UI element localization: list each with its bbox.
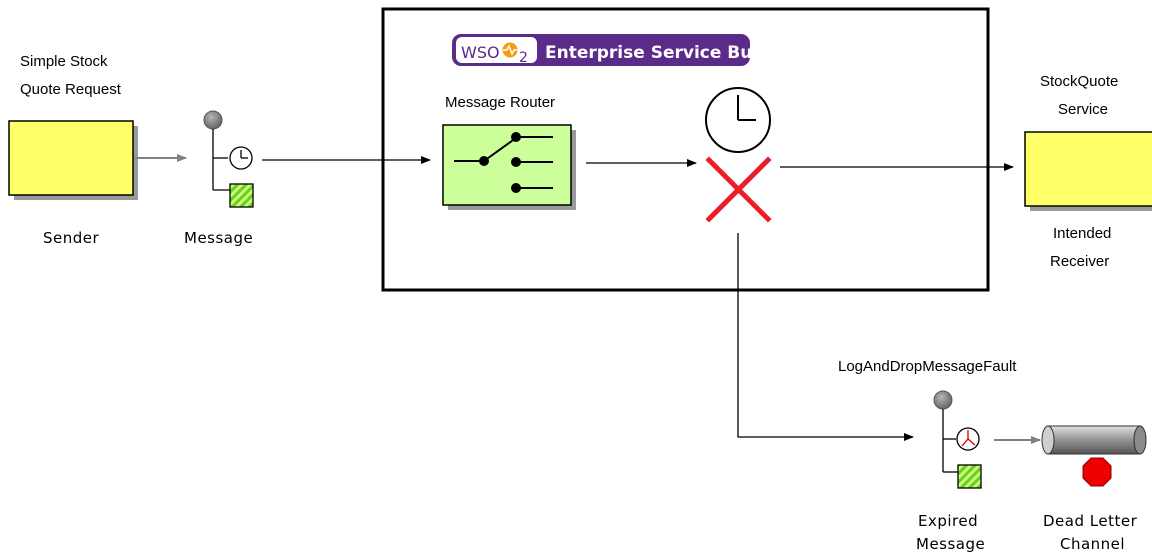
message-caption: Message (184, 229, 253, 247)
sender-title-line2: Quote Request (20, 81, 122, 98)
service-title-line2: Service (1058, 101, 1108, 118)
sender-title: Simple Stock (20, 53, 108, 70)
clock-icon (705, 87, 771, 153)
stockquote-service-endpoint (1024, 131, 1152, 207)
wso2-logo-box (456, 37, 537, 63)
expired-body-icon (957, 464, 982, 489)
message-router (442, 124, 572, 206)
banner-product-name: Enterprise Service Bus (545, 43, 762, 63)
fault-sequence-title: LogAndDropMessageFault (838, 358, 1017, 375)
deadletter-caption: Dead Letter (1043, 512, 1138, 530)
red-x-icon (705, 156, 772, 223)
wso2-logo-text: WSO (461, 43, 500, 62)
esb-boundary (381, 7, 990, 292)
receiver-caption-line2: Receiver (1050, 253, 1109, 270)
expired-caption-line2: Message (916, 535, 985, 553)
stop-sign-icon (1082, 457, 1112, 487)
wso2-logo-sub: 2 (519, 50, 528, 66)
sender-endpoint (8, 120, 134, 196)
service-title: StockQuote (1040, 73, 1118, 90)
message-timer-icon (229, 146, 253, 170)
router-title: Message Router (445, 94, 555, 111)
receiver-caption: Intended (1053, 225, 1111, 242)
expired-caption: Expired (918, 512, 978, 530)
message-icon (203, 110, 254, 208)
message-body-icon (229, 183, 254, 208)
fault-path-arrow (737, 233, 914, 441)
expired-timer-icon (956, 427, 980, 451)
sender-caption: Sender (43, 229, 100, 247)
pipe-channel-icon (1041, 425, 1147, 455)
wso2-esb-banner: WSO 2 Enterprise Service Bus (452, 34, 762, 66)
expired-message-icon (933, 390, 982, 489)
router-switch-icon (454, 132, 553, 193)
deadletter-caption-line2: Channel (1060, 535, 1125, 553)
